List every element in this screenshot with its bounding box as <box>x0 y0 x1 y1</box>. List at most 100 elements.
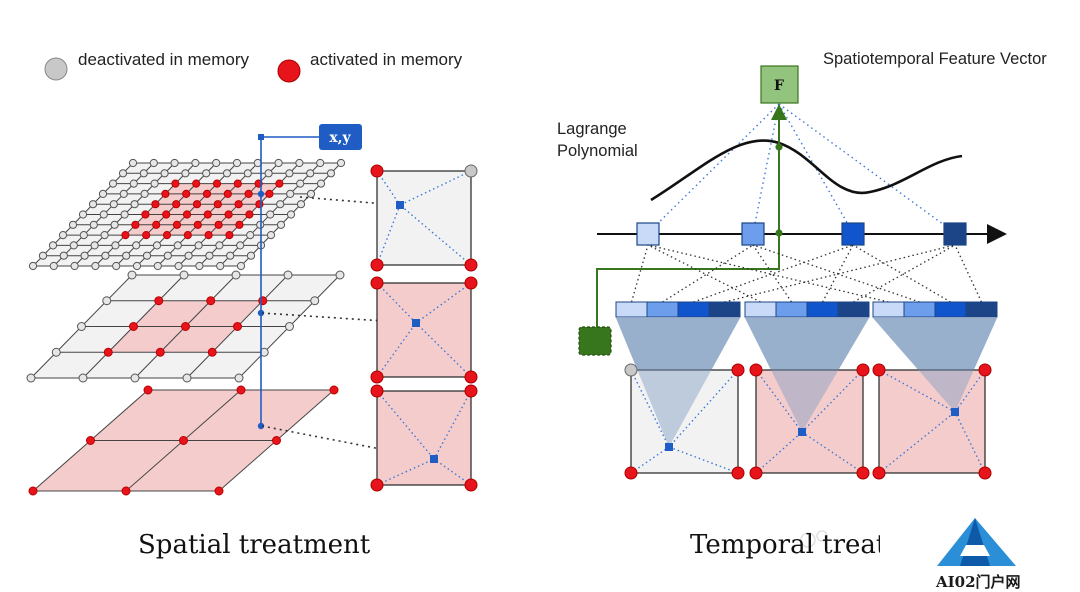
deactivated-node <box>170 158 179 168</box>
feature-bar-segment <box>744 301 777 318</box>
deactivated-node <box>194 241 203 250</box>
query-point <box>412 319 420 327</box>
bar-link <box>647 244 889 303</box>
time-node <box>636 222 660 246</box>
activated-node <box>370 384 384 398</box>
deactivated-node <box>70 261 79 271</box>
deactivated-node <box>283 270 293 280</box>
legend-deactivated-dot <box>44 57 68 81</box>
activated-node <box>749 466 763 480</box>
activated-node <box>244 189 253 198</box>
deactivated-node <box>215 241 224 250</box>
watermark-faint <box>800 530 828 548</box>
deactivated-node <box>127 270 137 280</box>
bar-to-time-links <box>630 244 983 303</box>
grid-cell <box>183 390 334 441</box>
interp-line <box>376 204 401 266</box>
bar-link <box>853 244 956 303</box>
interp-line <box>755 431 803 474</box>
deactivated-node <box>130 200 139 209</box>
activated-node <box>162 231 172 240</box>
activated-node <box>370 370 384 384</box>
activated-node <box>258 296 268 306</box>
deactivated-node <box>142 251 152 260</box>
deactivated-node <box>286 189 295 198</box>
interp-cell <box>376 170 472 266</box>
activated-node <box>464 258 478 272</box>
feature-cone-overlay <box>873 318 997 412</box>
activated-node <box>182 210 192 219</box>
activated-node <box>329 385 339 395</box>
deactivated-node <box>336 158 346 168</box>
activated-node <box>233 322 242 331</box>
activated-node <box>464 276 478 290</box>
deactivated-node <box>150 179 159 188</box>
bar-link <box>630 244 649 303</box>
deactivated-node <box>222 169 232 178</box>
interp-line <box>801 431 864 474</box>
activated-node <box>181 322 190 331</box>
deactivated-node <box>78 373 88 383</box>
deactivated-node <box>286 210 296 219</box>
activated-node <box>731 363 745 377</box>
deactivated-node <box>243 169 252 178</box>
deactivated-node <box>128 158 138 168</box>
caption-temporal: Temporal treatr <box>690 530 880 560</box>
deactivated-node <box>102 296 112 306</box>
deactivated-node <box>236 261 246 271</box>
lagrange-label-line1: Lagrange <box>557 120 627 138</box>
interp-line <box>801 369 864 433</box>
deactivated-node <box>49 261 58 271</box>
activated-node <box>162 210 171 219</box>
deactivated-node <box>212 158 221 168</box>
deactivated-node <box>266 231 276 240</box>
query-point <box>430 455 438 463</box>
activated-node <box>235 220 244 229</box>
deactivated-node <box>285 169 294 178</box>
activated-node <box>872 466 886 480</box>
activated-node <box>370 164 384 178</box>
deactivated-node <box>326 169 336 178</box>
feature-bar-segment <box>837 301 870 318</box>
feature-bar-segment <box>775 301 808 318</box>
deactivated-node <box>306 169 315 178</box>
activated-node <box>161 189 170 198</box>
deactivated-node <box>91 261 100 271</box>
bar-link <box>752 244 920 303</box>
feature-bar-segment <box>806 301 839 318</box>
feature-cone-overlay <box>745 318 869 432</box>
deactivated-node <box>174 261 183 271</box>
deactivated-node <box>296 200 306 209</box>
activated-node <box>155 347 165 357</box>
lagrange-polynomial-curve <box>650 139 963 202</box>
feature-cone <box>873 318 997 412</box>
activated-node <box>275 179 284 188</box>
interp-line <box>878 369 956 413</box>
time-node <box>741 222 765 246</box>
activated-node <box>172 200 181 209</box>
deactivated-node <box>202 169 211 178</box>
deactivated-node <box>276 200 285 209</box>
interp-line <box>878 411 956 474</box>
activated-node <box>245 210 254 219</box>
deactivated-node <box>246 251 256 260</box>
activated-node <box>171 179 180 188</box>
feature-vector-box <box>760 65 799 104</box>
deactivated-node <box>38 251 48 260</box>
grid-cell <box>126 440 277 491</box>
activated-node <box>464 370 478 384</box>
activated-node <box>204 231 213 240</box>
temporal-interpolation-cells <box>616 318 997 480</box>
deactivated-node <box>78 210 88 219</box>
query-point <box>798 428 806 436</box>
interp-cell <box>376 282 472 378</box>
activated-node <box>223 189 232 198</box>
deactivated-node <box>306 189 316 198</box>
deactivated-node <box>129 179 138 188</box>
activated-node <box>151 200 160 209</box>
activated-node <box>129 322 138 331</box>
activated-node <box>203 210 212 219</box>
query-point-marker: x,y <box>257 124 362 430</box>
feature-green-path <box>596 104 787 327</box>
deactivated-node <box>132 261 142 271</box>
